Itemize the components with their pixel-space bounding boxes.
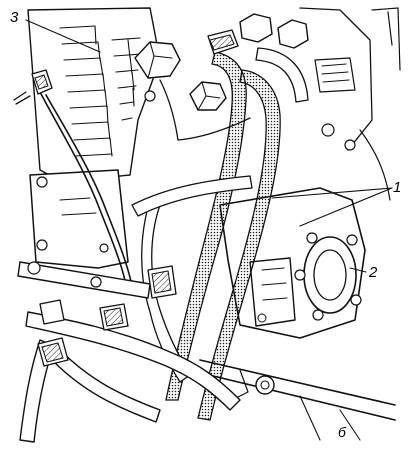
lower-pipes-and-fittings [17,261,241,443]
lower-shaft [199,359,396,441]
hydraulic-pump [219,187,366,339]
panel-letter: б [338,424,347,440]
callout-label-3: 3 [10,9,19,26]
mounting-plate [29,169,129,269]
sensor-wires [13,69,133,287]
upper-bolts-and-brackets [134,7,401,201]
callout-label-2: 2 [368,264,378,281]
leader-lines [25,19,393,273]
engine-block [27,7,161,183]
callout-label-1: 1 [393,179,401,196]
